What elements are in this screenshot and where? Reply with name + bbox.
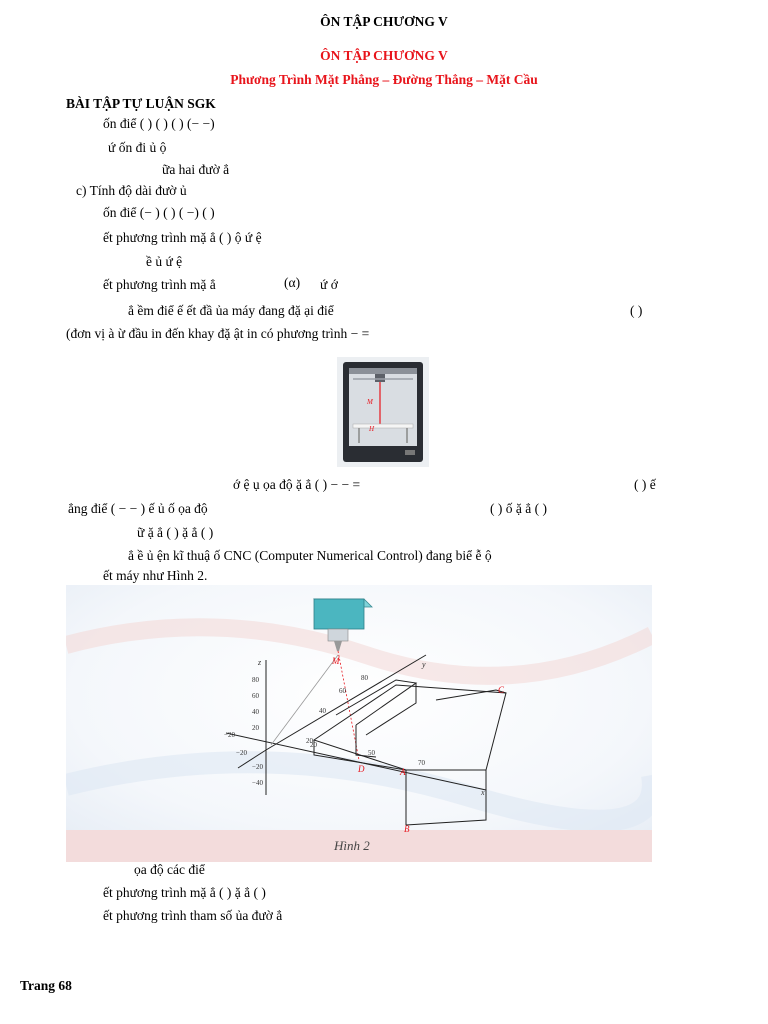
tick-label-y: 20 (306, 737, 314, 745)
point-label-m: M (331, 656, 340, 666)
exercise-line: ọa độ các điể (134, 862, 205, 877)
cnc-figure: Hình 2 z y x M C D A B 80 60 40 20 −20 −… (66, 585, 652, 862)
tick-label-z: 20 (252, 724, 260, 732)
page-header-title: ÔN TẬP CHƯƠNG V (320, 14, 448, 29)
tick-label-z: 60 (252, 692, 260, 700)
point-label-b: B (404, 824, 410, 834)
math-point: ( ) (630, 303, 643, 318)
exercise-line: ết phương trình mặ ẳ (103, 277, 216, 292)
tick-label-x: 50 (368, 749, 376, 757)
exercise-line: ốn điể (− ) ( ) ( −) ( ) (103, 205, 215, 220)
figure-caption: Hình 2 (333, 838, 370, 853)
point-label-c: C (498, 685, 505, 695)
exercise-line: ết phương trình mặ ẳ ( ) ặ ẳ ( ) (103, 885, 266, 900)
tick-label-x: 70 (418, 759, 426, 767)
exercise-line: ữa hai đườ ẳ (162, 162, 230, 177)
axis-label-x: x (480, 788, 485, 797)
chapter-title: ÔN TẬP CHƯƠNG V (320, 48, 448, 63)
tick-label-z: −40 (252, 779, 263, 787)
exercise-line: ết phương trình tham số ủa đườ ẳ (103, 908, 283, 923)
exercise-line: ữ ặ ẳ ( ) ặ ẳ ( ) (137, 525, 214, 540)
tick-label-z: 40 (252, 708, 260, 716)
exercise-line: ẳ ề ủ ện kĩ thuậ ố CNC (Computer Numeric… (128, 548, 492, 563)
exercise-line: ứ ốn đi ủ ộ (108, 140, 167, 155)
section-title: BÀI TẬP TỰ LUẬN SGK (66, 96, 216, 111)
exercise-line: c) Tính độ dài đườ ủ (76, 183, 187, 198)
exercise-line: ẳng điể ( − − ) ế ủ ố ọa độ (68, 501, 208, 516)
chapter-topic: Phương Trình Mặt Phẳng – Đường Thẳng – M… (230, 72, 538, 87)
exercise-line: ề ủ ứ ệ (146, 254, 183, 269)
axis-label-y: y (421, 660, 426, 669)
tick-label-y: 40 (319, 707, 327, 715)
tick-label-neg: −20 (236, 749, 247, 757)
exercise-line: ứ ớ (320, 277, 338, 292)
tick-label-z: 80 (252, 676, 260, 684)
exercise-line: ẳ ềm điể ế ết đầ ủa máy đang đặ ại điể (128, 303, 334, 318)
math-paren: ( ) ố ặ ẳ ( ) (490, 501, 547, 516)
tick-label-y: 80 (361, 674, 369, 682)
exercise-line: ết phương trình mặ ẳ ( ) ộ ứ ệ (103, 230, 262, 245)
axis-label-z: z (257, 658, 262, 667)
printer-figure: M H (337, 357, 429, 467)
exercise-line: ớ ệ ụ ọa độ ặ ẳ ( ) − − = (233, 477, 361, 492)
point-label-a: A (399, 767, 406, 777)
exercise-line: ốn điể ( ) ( ) ( ) (− −) (103, 116, 215, 131)
exercise-line: (đơn vị à ừ đầu in đến khay đặ ật in có … (66, 326, 370, 341)
exercise-line: ết máy như Hình 2. (103, 568, 208, 583)
tick-label-z: −20 (252, 763, 263, 771)
point-label-d: D (357, 764, 365, 774)
tick-label-y: 60 (339, 687, 347, 695)
math-paren: ( ) ế (634, 477, 656, 492)
page-number: Trang 68 (20, 978, 72, 993)
math-alpha: (α) (284, 275, 301, 290)
point-label-m: M (366, 398, 374, 406)
tick-label-neg: −20 (224, 731, 235, 739)
tick-label-x: 20 (310, 741, 318, 749)
point-label-h: H (368, 425, 375, 433)
